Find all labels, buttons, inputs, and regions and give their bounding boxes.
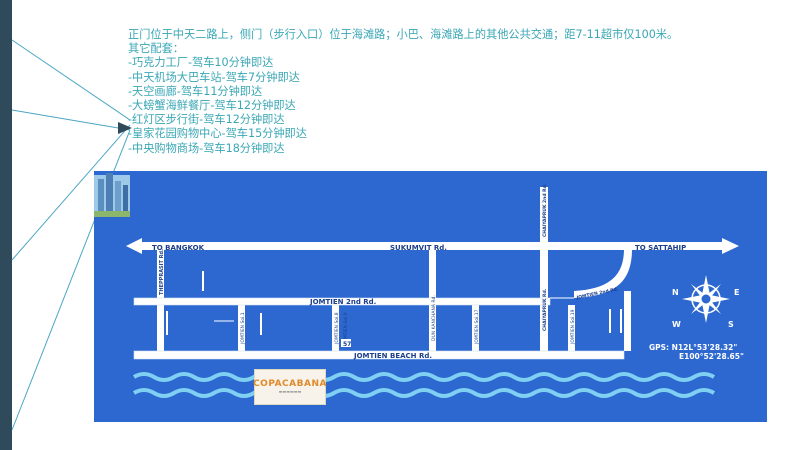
thepprasit-label: THEPPRASIT Rd. [159,249,165,295]
jomtien-beach-label: JOMTIEN BEACH Rd. [353,352,432,360]
bullet-arrow-icon [118,122,132,134]
jomtien-2nd-road [134,298,550,305]
building-icon [94,173,130,217]
dun-kanchana-road [429,250,436,351]
chaiyapruk-road [540,187,548,351]
soi17-label: JOMTIEN Soi.17 [474,309,480,345]
dun-kanchana-label: DUN KANCHANA Rd. [431,295,437,341]
logo-text: COPACABANA [253,379,327,389]
intro-text-block: 正门位于中天二路上，侧门（步行入口）位于海滩路；小巴、海滩路上的其他公共交通；距… [128,28,788,156]
intro-line-1: 正门位于中天二路上，侧门（步行入口）位于海滩路；小巴、海滩路上的其他公共交通；距… [128,28,679,41]
place-marker [609,309,611,333]
compass-rose-icon [682,275,730,323]
compass-e-label: E [734,288,739,297]
amenity-item: -红灯区步行街-驾车12分钟即达 [128,113,285,127]
location-map: TO BANGKOK SUKUMVIT Rd. TO SATTAHIP JOMT… [94,171,767,422]
intro-line-2: 其它配套： [128,42,184,56]
sukumvit-label: SUKUMVIT Rd. [390,244,447,252]
amenity-item: -皇家花园购物中心-驾车15分钟即达 [128,127,307,141]
compass-n-label: N [672,288,679,297]
place-marker [620,309,622,333]
chaiyapruk-label: CHAIYAPRUK Rd. [542,288,548,331]
soi1-label: JOMTIEN Soi.1 [240,312,246,345]
amenity-item: -中天机场大巴车站-驾车7分钟即达 [128,70,300,84]
amenity-item: -巧克力工厂-驾车10分钟即达 [128,56,274,70]
gps-north: GPS: N12L°53'28.32" [649,343,737,352]
place-marker [166,311,168,335]
compass-s-label: S [728,320,734,329]
jomtien-2nd-right-road [574,249,632,298]
soi19-label: JOMTIEN Soi.19 [570,309,576,345]
chaiyapruk-2nd-label: CHAIYAPRUK 2nd Rd. [542,183,548,237]
amenity-item: -大螃蟹海鲜餐厅-驾车12分钟即达 [128,99,296,113]
logo-subtext: ▬▬▬▬▬▬ [278,389,302,394]
jomtien-beach-road [134,351,624,359]
copacabana-logo: COPACABANA ▬▬▬▬▬▬ [253,369,327,405]
to-bangkok-label: TO BANGKOK [152,244,205,252]
compass-w-label: W [672,320,681,329]
place-marker [260,313,262,335]
map-roads [126,187,739,359]
left-accent-strip [0,0,12,450]
jomtien-2nd-label: JOMTIEN 2nd Rd. [309,298,376,306]
sukumvit-road [126,238,739,254]
thepprasit-road [157,250,164,351]
amenity-item: -中央购物商场-驾车18分钟即达 [128,141,285,155]
gps-east: E100°52'28.65" [679,352,744,361]
to-sattahip-label: TO SATTAHIP [635,244,686,252]
soi8-label: JOMTIEN Soi.8 [334,312,340,345]
route-shield-number: 57 [343,341,351,348]
amenity-item: -天空画廊-驾车11分钟即达 [128,84,263,98]
route-shield [341,339,351,347]
sea-waves [132,372,716,398]
place-marker [202,271,204,291]
soi9-label: JOMTIEN Soi.9 [343,312,349,345]
